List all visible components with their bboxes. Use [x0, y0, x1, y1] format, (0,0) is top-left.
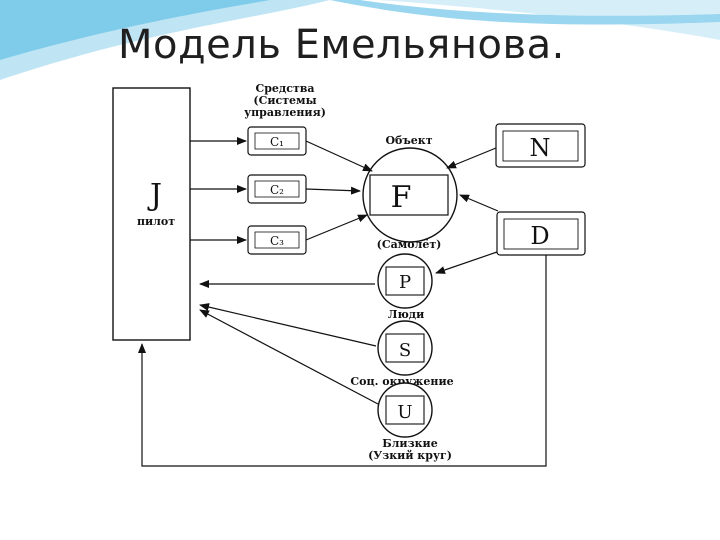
arrow-c2-to-object	[305, 186, 361, 195]
feedback-line-d-to-pilot	[138, 255, 547, 467]
close-letter: U	[397, 402, 412, 423]
pilot-block	[112, 87, 191, 341]
means-box-c2-label: C₂	[270, 183, 284, 197]
object-letter: F	[391, 180, 412, 215]
n-box-letter: N	[530, 134, 551, 162]
means-label-line-3: управления)	[244, 106, 326, 119]
people-letter: P	[399, 272, 411, 293]
object-label: Объект	[385, 134, 432, 147]
top-left-wave-dark	[0, 0, 270, 60]
arrow-c3-to-object	[305, 214, 368, 241]
means-label-line-2: (Системы	[253, 94, 316, 107]
close-label-line-1: Близкие	[382, 437, 437, 450]
pilot-letter: J	[147, 178, 162, 213]
pilot-label: пилот	[137, 215, 175, 228]
social-letter: S	[399, 340, 411, 361]
arrow-social-to-pilot	[199, 303, 377, 347]
means-box-c3-label: C₃	[270, 234, 284, 248]
means-label-line-1: Средства	[255, 82, 314, 95]
d-box	[496, 211, 586, 256]
top-right-wave	[380, 0, 720, 40]
close-label-line-2: (Узкий круг)	[368, 449, 452, 462]
arrow-close-to-pilot	[199, 309, 379, 405]
object-inner-box	[369, 174, 449, 216]
means-box-c1-label: C₁	[270, 135, 284, 149]
arrow-n-to-object	[446, 147, 497, 169]
d-box-letter: D	[530, 222, 549, 250]
top-right-stripe	[330, 0, 720, 25]
object-caption: (Самолёт)	[377, 238, 442, 251]
object-circle	[362, 147, 458, 243]
slide-title: Модель Емельянова.	[118, 22, 565, 68]
people-label: Люди	[388, 308, 425, 321]
arrow-d-to-object	[459, 194, 499, 212]
arrow-d-to-people	[435, 251, 498, 274]
arrow-c1-to-object	[305, 140, 373, 172]
n-box	[495, 123, 586, 168]
social-label: Соц. окружение	[350, 375, 453, 388]
